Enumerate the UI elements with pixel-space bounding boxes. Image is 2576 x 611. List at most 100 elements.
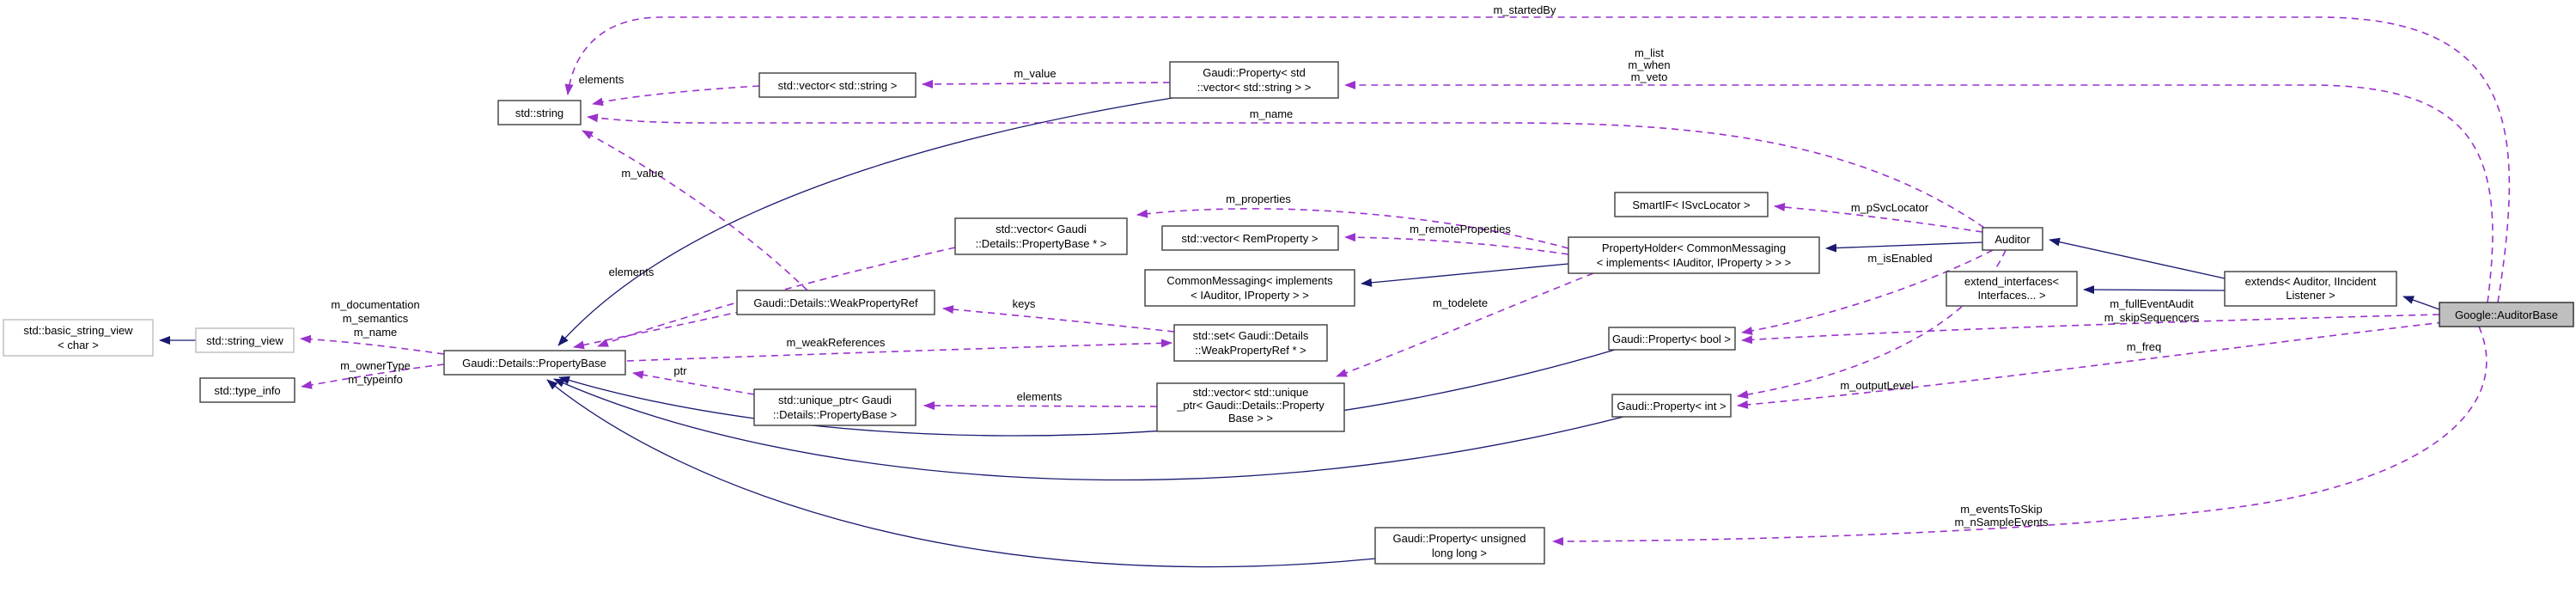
svg-text:std::vector< std::unique: std::vector< std::unique [1193,386,1309,399]
svg-text:_ptr< Gaudi::Details::Property: _ptr< Gaudi::Details::Property [1176,399,1325,412]
label-m-properties: m_properties [1226,192,1291,205]
label-elements-top: elements [579,73,624,86]
node-std-unique-ptr-propertybase[interactable]: std::unique_ptr< Gaudi ::Details::Proper… [753,388,917,426]
node-gaudi-details-weakpropertyref[interactable]: Gaudi::Details::WeakPropertyRef [736,290,935,315]
svg-text:std::vector< std::string >: std::vector< std::string > [778,79,898,92]
svg-text:Interfaces... >: Interfaces... > [1977,289,2045,302]
edge-propbool-propertybase [558,349,1616,437]
label-m-name-long: m_name [1250,107,1294,120]
edge-google-extends [2402,296,2440,310]
node-gaudi-property-unsigned-long-long[interactable]: Gaudi::Property< unsigned long long > [1374,527,1545,565]
node-gaudi-property-int[interactable]: Gaudi::Property< int > [1611,394,1732,418]
node-std-set-weakpropertyref[interactable]: std::set< Gaudi::Details ::WeakPropertyR… [1173,324,1328,362]
label-m-remoteproperties: m_remoteProperties [1410,223,1511,235]
svg-text:std::string: std::string [515,107,563,119]
node-std-vector-remproperty[interactable]: std::vector< RemProperty > [1161,225,1339,251]
svg-text:Gaudi::Details::PropertyBase: Gaudi::Details::PropertyBase [462,357,606,370]
svg-text:std::vector< RemProperty >: std::vector< RemProperty > [1182,232,1318,245]
edge-m-ownertype [301,364,445,389]
svg-text:Gaudi::Details::WeakPropertyRe: Gaudi::Details::WeakPropertyRef [753,296,918,309]
label-m-name-pb: m_name [354,326,398,339]
edge-labels: m_startedBy m_list m_when m_veto m_value… [331,3,2199,529]
edge-m-startedby [564,16,2511,303]
node-propertyholder[interactable]: PropertyHolder< CommonMessaging < implem… [1568,236,1820,274]
node-std-vector-unique-ptr-propertybase[interactable]: std::vector< std::unique _ptr< Gaudi::De… [1156,382,1345,432]
label-m-weakreferences: m_weakReferences [787,336,886,349]
node-commonmessaging[interactable]: CommonMessaging< implements < IAuditor, … [1144,269,1355,307]
edge-m-remoteproperties [1344,233,1569,255]
label-m-fulleventaudit: m_fullEventAudit [2110,297,2194,310]
label-m-psvclocator: m_pSvcLocator [1851,201,1929,214]
edge-m-fulleventaudit [1741,314,2440,345]
label-m-list: m_list [1635,46,1664,59]
svg-text:SmartIF< ISvcLocator >: SmartIF< ISvcLocator > [1632,199,1750,211]
node-extends-auditor-iincidentlistener[interactable]: extends< Auditor, IIncident Listener > [2224,271,2397,307]
node-std-string[interactable]: std::string [497,100,582,125]
edge-m-psvclocator [1774,203,1983,233]
label-ptr: ptr [673,364,687,377]
svg-text:std::basic_string_view: std::basic_string_view [23,324,133,337]
svg-text:Gaudi::Property< unsigned: Gaudi::Property< unsigned [1392,532,1526,545]
node-google-auditorbase[interactable]: Google::AuditorBase [2439,302,2574,327]
node-smartif-isvclocator[interactable]: SmartIF< ISvcLocator > [1614,192,1769,217]
node-std-basic-string-view[interactable]: std::basic_string_view < char > [3,319,154,357]
label-m-nsampleevents: m_nSampleEvents [1954,516,2049,529]
svg-text:::vector< std::string > >: ::vector< std::string > > [1197,81,1312,94]
edge-m-property [573,310,743,350]
node-std-string-view[interactable]: std::string_view [195,327,295,353]
node-auditor[interactable]: Auditor [1982,227,2043,251]
svg-text:std::unique_ptr< Gaudi: std::unique_ptr< Gaudi [778,394,892,406]
edge-m-weakreferences [626,339,1172,362]
svg-text:Listener >: Listener > [2286,289,2335,302]
label-m-ownertype: m_ownerType [340,359,411,372]
inheritance-edges [159,97,2440,568]
svg-text:extend_interfaces<: extend_interfaces< [1964,275,2059,288]
edge-elements-top [592,85,760,107]
edge-propvecstring-propertybase [557,97,1173,346]
label-m-isenabled: m_isEnabled [1867,252,1932,265]
edge-m-isenabled [1741,249,1994,335]
edge-m-name-long [587,113,1985,229]
edge-extends-auditor [2049,237,2226,279]
node-gaudi-details-propertybase[interactable]: Gaudi::Details::PropertyBase [443,350,626,376]
edge-elements-mid [597,247,956,347]
svg-text:Base > >: Base > > [1228,412,1273,425]
svg-text:::Details::PropertyBase * >: ::Details::PropertyBase * > [976,237,1107,250]
node-std-type-info[interactable]: std::type_info [199,377,295,403]
edge-m-outputlevel [1737,249,2007,400]
node-extend-interfaces[interactable]: extend_interfaces< Interfaces... > [1946,271,2078,307]
label-m-outputlevel: m_outputLevel [1840,379,1913,392]
usage-edges [300,16,2511,546]
label-elements-mid: elements [609,266,655,278]
svg-text:Gaudi::Property< std: Gaudi::Property< std [1203,66,1306,79]
svg-text:Auditor: Auditor [1994,233,2031,246]
label-m-skipsequencers: m_skipSequencers [2104,311,2200,324]
label-m-todelete: m_todelete [1433,296,1488,309]
edge-m-documentation [300,334,445,355]
label-m-value-top: m_value [1014,67,1056,80]
node-std-vector-string[interactable]: std::vector< std::string > [758,72,917,98]
edge-m-value-2 [582,130,808,291]
edge-m-list-when-veto [1344,81,2494,303]
edge-propertyholder-commonmessaging [1361,263,1569,287]
node-std-vector-propertybase-ptr[interactable]: std::vector< Gaudi ::Details::PropertyBa… [954,217,1128,255]
edge-keys [942,305,1175,333]
node-gaudi-property-bool[interactable]: Gaudi::Property< bool > [1608,327,1736,351]
edge-ptr [632,370,755,395]
svg-text:< char >: < char > [58,339,99,351]
edge-m-todelete [1336,272,1594,377]
label-keys: keys [1013,297,1036,310]
node-gaudi-property-vector-string[interactable]: Gaudi::Property< std ::vector< std::stri… [1169,61,1339,99]
svg-text:< IAuditor, IProperty > >: < IAuditor, IProperty > > [1191,289,1309,302]
label-m-when: m_when [1628,58,1670,71]
edge-propint-propertybase [553,378,1624,481]
edge-m-value-top [922,79,1171,89]
svg-text:std::set< Gaudi::Details: std::set< Gaudi::Details [1193,329,1309,342]
svg-text:::WeakPropertyRef * >: ::WeakPropertyRef * > [1195,344,1306,357]
svg-text:std::type_info: std::type_info [214,384,280,397]
svg-text:std::vector< Gaudi: std::vector< Gaudi [996,223,1087,235]
label-m-startedby: m_startedBy [1494,3,1556,16]
svg-text:std::string_view: std::string_view [206,334,283,347]
